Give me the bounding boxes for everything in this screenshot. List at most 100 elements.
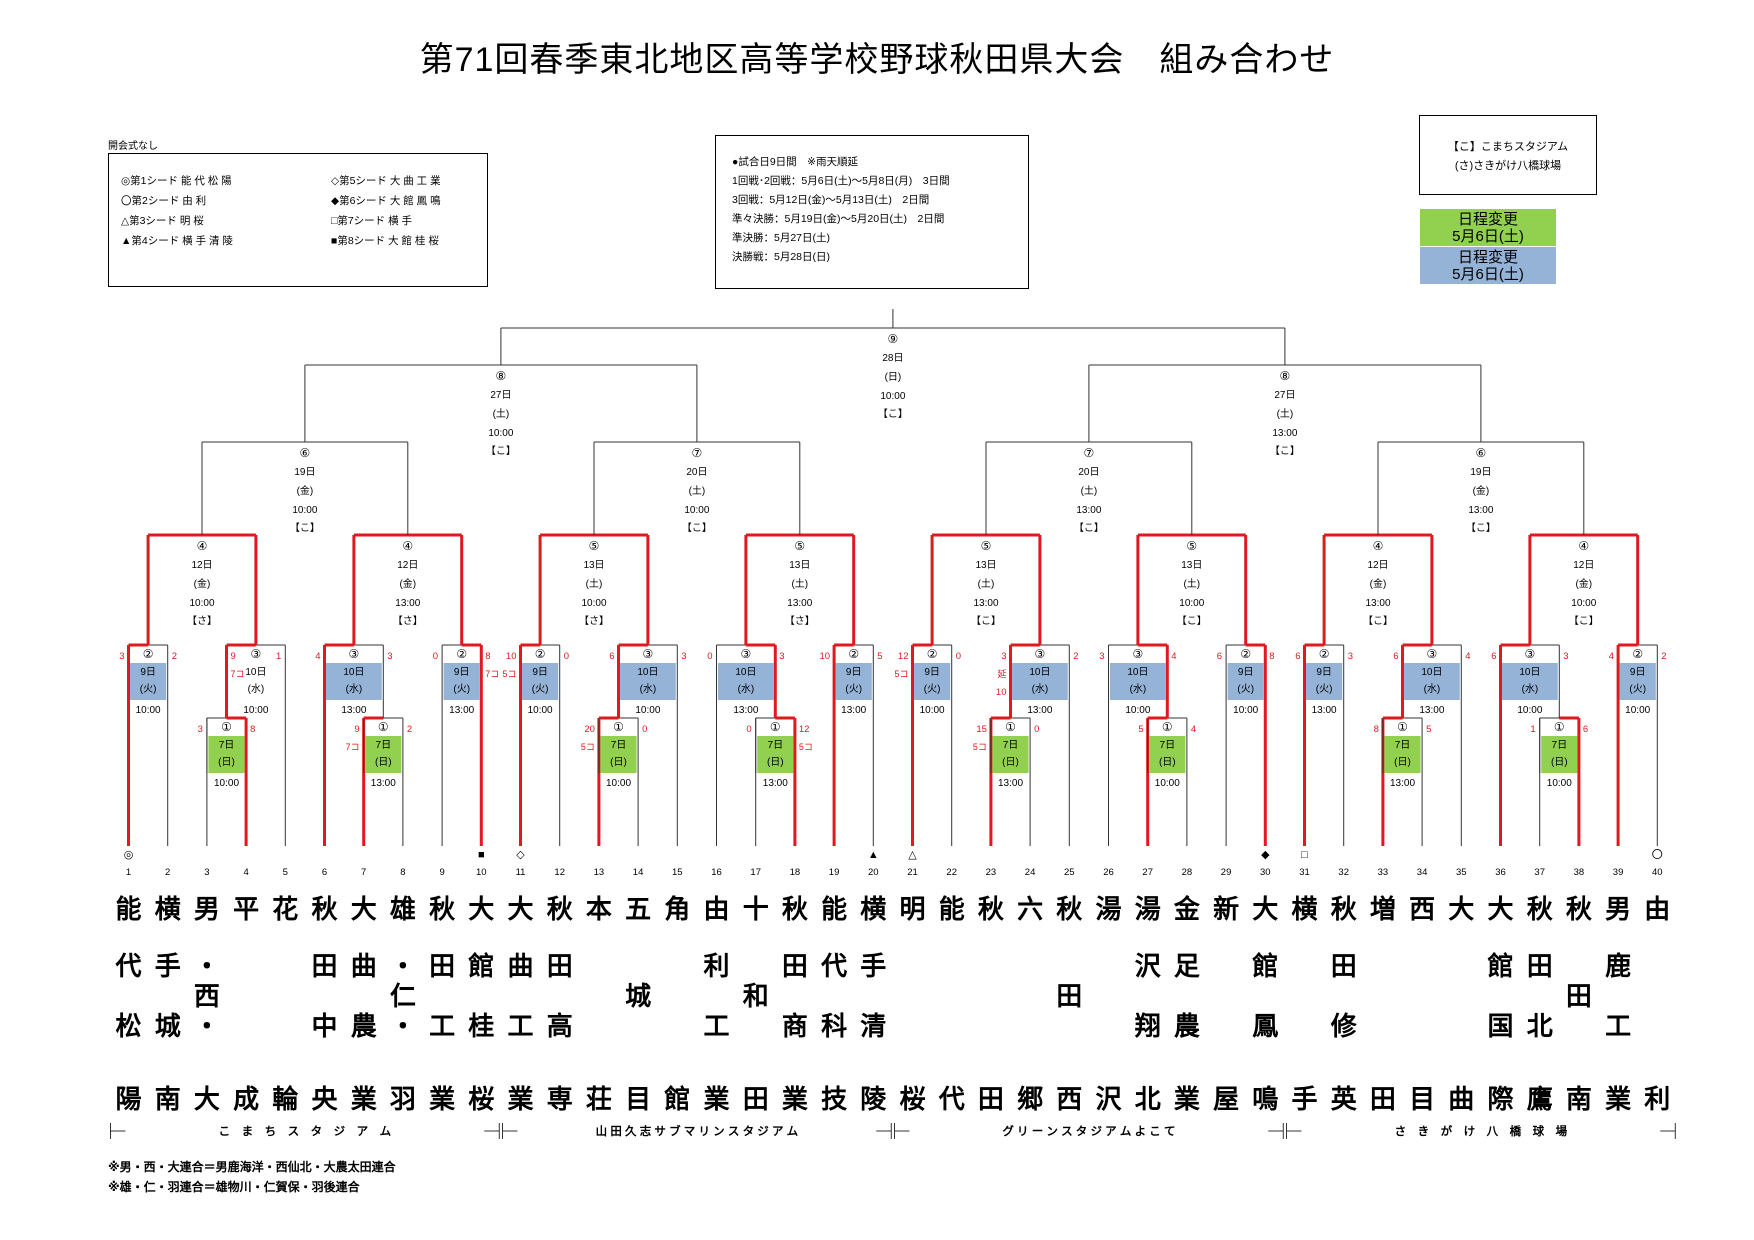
- match-date: 9日: [1238, 667, 1254, 678]
- round-label: ①: [770, 720, 781, 734]
- match-time: 10:00: [606, 778, 631, 789]
- match-venue: 【こ】: [878, 408, 908, 420]
- score: 3: [119, 651, 124, 662]
- round-label: ②: [535, 647, 546, 661]
- team-name-char: 南: [155, 1084, 181, 1114]
- team-number: 6: [322, 867, 327, 878]
- schedule-fill: [365, 736, 402, 773]
- team-number: 1: [126, 867, 131, 878]
- schedule-fill: [208, 736, 245, 773]
- stadium-name: こ ま ち ス タ ジ ア ム: [219, 1124, 392, 1138]
- team-name-char: 大: [1448, 894, 1474, 924]
- team-name-char: 秋: [1527, 894, 1554, 924]
- score-note: 延: [997, 668, 1006, 679]
- match-day: (土): [493, 407, 510, 420]
- team-number: 29: [1221, 867, 1232, 878]
- match-time: 13:00: [1390, 778, 1415, 789]
- team-name-char: 仁: [390, 981, 416, 1011]
- match-date: 19日: [1470, 467, 1491, 478]
- team-name-char: 農: [351, 1011, 377, 1041]
- team-name-char: 和: [743, 981, 769, 1011]
- team-name-char: 本: [586, 894, 612, 924]
- schedule-fill: [1306, 663, 1343, 700]
- team-name-char: 横: [1291, 894, 1317, 924]
- round-label: ③: [741, 647, 752, 661]
- score: 5: [877, 651, 882, 662]
- team-number: 16: [711, 867, 722, 878]
- team-name-char: 桜: [468, 1084, 494, 1114]
- match-day: (水): [640, 683, 657, 695]
- match-time: 13:00: [341, 705, 366, 716]
- team-name-char: 国: [1487, 1011, 1513, 1041]
- team-name-char: 田: [1566, 981, 1592, 1011]
- team-number: 37: [1534, 867, 1545, 878]
- round-label: ①: [378, 720, 389, 734]
- match-day: (水): [346, 683, 363, 695]
- team-number: 15: [672, 867, 683, 878]
- team-number: 32: [1338, 867, 1349, 878]
- match-date: 7日: [219, 740, 235, 751]
- team-number: 26: [1103, 867, 1114, 878]
- round-label: ③: [251, 647, 262, 661]
- team-number: 36: [1495, 867, 1506, 878]
- match-day: (火): [1316, 683, 1333, 695]
- schedule-fill: [1502, 663, 1558, 700]
- schedule-fill: [992, 736, 1029, 773]
- team-name-char: 工: [507, 1011, 533, 1041]
- team-name-char: 秋: [978, 894, 1005, 924]
- round-label: ③: [1525, 647, 1536, 661]
- team-number: 5: [283, 867, 288, 878]
- match-time: 13:00: [1365, 598, 1390, 609]
- match-day: (日): [375, 757, 392, 768]
- round-label: ④: [1373, 539, 1384, 553]
- round-label: ④: [197, 539, 208, 553]
- team-number: 40: [1652, 867, 1663, 878]
- match-date: 9日: [140, 667, 156, 678]
- match-date: 7日: [1003, 740, 1019, 751]
- round-label: ④: [402, 539, 413, 553]
- score: 10: [506, 651, 517, 662]
- team-name-char: 成: [233, 1084, 259, 1114]
- match-date: 7日: [768, 740, 784, 751]
- team-name-char: 沢: [1135, 951, 1162, 981]
- score-note: 7コ: [231, 669, 245, 679]
- match-time: 10:00: [1571, 598, 1596, 609]
- match-day: (水): [248, 683, 265, 695]
- match-day: (火): [924, 683, 941, 695]
- round-label: ①: [1005, 720, 1016, 734]
- round-label: ⑤: [1186, 539, 1197, 553]
- team-name-char: 横: [155, 894, 181, 924]
- match-date: 13日: [1181, 560, 1202, 571]
- team-name-char: 六: [1017, 894, 1043, 924]
- team-name-char: 北: [1135, 1084, 1161, 1114]
- score: 6: [1217, 651, 1222, 662]
- team-number: 30: [1260, 867, 1271, 878]
- round-label: ②: [927, 647, 938, 661]
- team-name-char: 田: [1331, 951, 1357, 981]
- team-name-char: 央: [311, 1084, 338, 1114]
- team-name-char: 大: [194, 1084, 220, 1114]
- seed-mark: ■: [478, 849, 485, 861]
- schedule-fill: [620, 663, 676, 700]
- stadium-name-bg: [1301, 1122, 1661, 1138]
- score: 10: [820, 651, 831, 662]
- team-name-char: 大: [1252, 894, 1278, 924]
- match-time: 13:00: [1076, 505, 1101, 516]
- team-name-char: 秋: [429, 894, 456, 924]
- match-time: 13:00: [841, 705, 866, 716]
- team-name-char: 男: [1605, 894, 1631, 924]
- match-day: (日): [1002, 757, 1019, 768]
- score-note: 5コ: [973, 742, 987, 752]
- team-name-char: 手: [155, 951, 181, 981]
- round-label: ③: [643, 647, 654, 661]
- team-number: 14: [633, 867, 644, 878]
- team-number: 9: [439, 867, 444, 878]
- score: 2: [1073, 651, 1078, 662]
- match-venue: 【こ】: [1074, 522, 1104, 534]
- team-name-char: 工: [703, 1011, 729, 1041]
- match-time: 10:00: [1155, 778, 1180, 789]
- team-name-char: ・: [194, 1011, 220, 1041]
- seed-entry: ◆第6シード 大 館 鳳 鳴: [331, 195, 441, 207]
- schedule-fill: [443, 663, 480, 700]
- match-time: 10:00: [214, 778, 239, 789]
